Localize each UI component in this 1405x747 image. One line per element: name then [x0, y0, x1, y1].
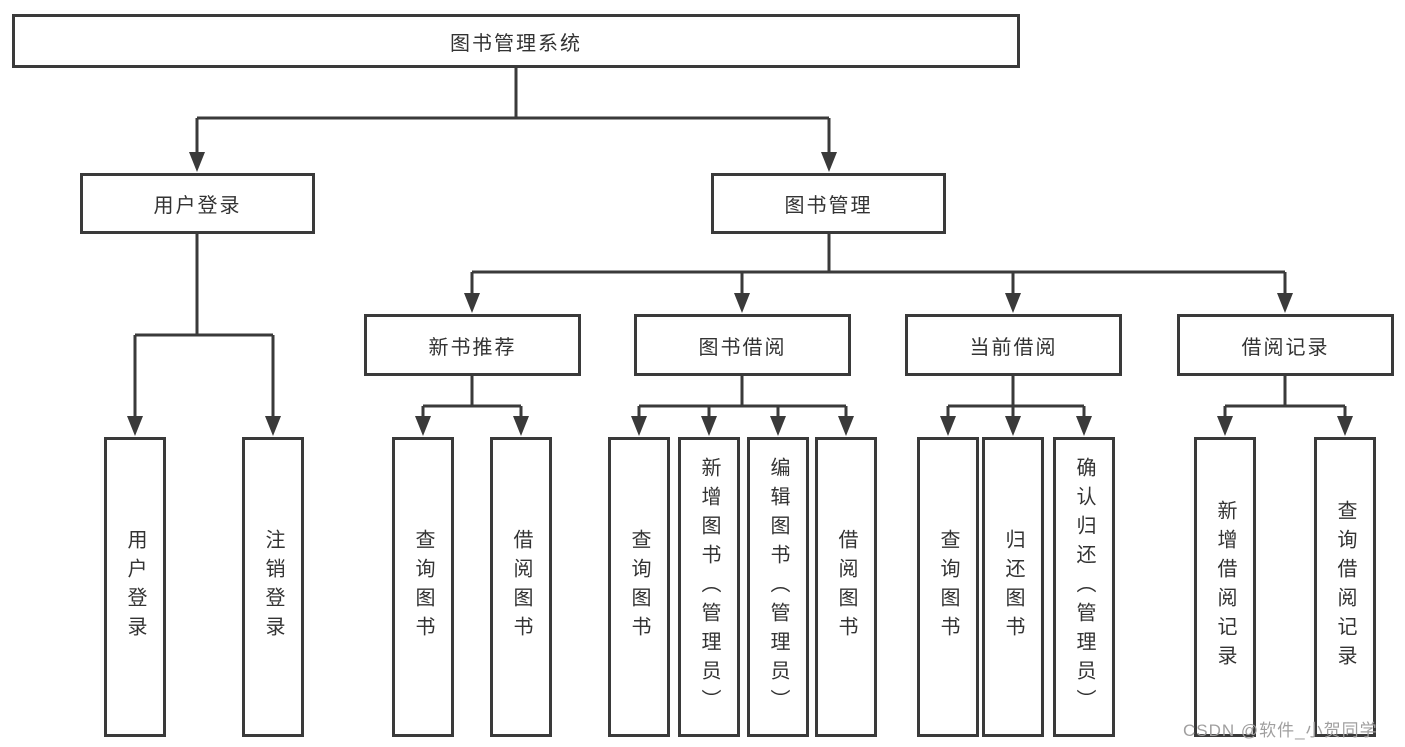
- node-leaf-query-books-borrowing: 查询图书: [608, 437, 670, 737]
- node-leaf-add-book-admin: 新增图书（管理员）: [678, 437, 740, 737]
- node-label: 新增借阅记录: [1214, 500, 1236, 674]
- node-label: 新增图书（管理员）: [698, 456, 720, 718]
- node-label: 新书推荐: [428, 336, 517, 359]
- arrowheads: [127, 152, 1353, 436]
- node-leaf-user-login: 用户登录: [104, 437, 166, 737]
- node-label: 归还图书: [1002, 529, 1024, 645]
- node-new-book-recommend: 新书推荐: [364, 314, 581, 376]
- watermark: CSDN @软件_小贺同学: [1183, 721, 1378, 740]
- node-label: 查询图书: [628, 529, 650, 645]
- node-leaf-edit-book-admin: 编辑图书（管理员）: [747, 437, 809, 737]
- node-leaf-logout: 注销登录: [242, 437, 304, 737]
- node-label: 借阅图书: [510, 529, 532, 645]
- node-leaf-borrow-books: 借阅图书: [815, 437, 877, 737]
- node-label: 图书借阅: [698, 336, 787, 359]
- node-label: 查询借阅记录: [1334, 500, 1356, 674]
- node-label: 确认归还（管理员）: [1073, 456, 1095, 718]
- connector-path: [133, 68, 1347, 417]
- node-label: 用户登录: [124, 529, 146, 645]
- node-label: 查询图书: [937, 529, 959, 645]
- node-current-borrowing: 当前借阅: [905, 314, 1122, 376]
- node-label: 用户登录: [153, 195, 242, 217]
- node-label: 编辑图书（管理员）: [767, 456, 789, 718]
- node-label: 借阅记录: [1241, 336, 1330, 359]
- node-label: 当前借阅: [969, 336, 1058, 359]
- node-leaf-query-books-current: 查询图书: [917, 437, 979, 737]
- node-book-borrowing: 图书借阅: [634, 314, 851, 376]
- node-label: 借阅图书: [835, 529, 857, 645]
- node-leaf-query-books-recommend: 查询图书: [392, 437, 454, 737]
- node-book-management: 图书管理: [711, 173, 946, 234]
- node-leaf-add-borrow-record: 新增借阅记录: [1194, 437, 1256, 737]
- node-borrowing-records: 借阅记录: [1177, 314, 1394, 376]
- node-root-system: 图书管理系统: [12, 14, 1020, 68]
- node-label: 图书管理: [784, 195, 873, 217]
- node-leaf-return-books: 归还图书: [982, 437, 1044, 737]
- node-leaf-borrow-books-recommend: 借阅图书: [490, 437, 552, 737]
- node-label: 图书管理系统: [450, 32, 582, 55]
- node-leaf-query-borrow-record: 查询借阅记录: [1314, 437, 1376, 737]
- node-label: 注销登录: [262, 529, 284, 645]
- node-leaf-confirm-return-admin: 确认归还（管理员）: [1053, 437, 1115, 737]
- node-user-login: 用户登录: [80, 173, 315, 234]
- node-label: 查询图书: [412, 529, 434, 645]
